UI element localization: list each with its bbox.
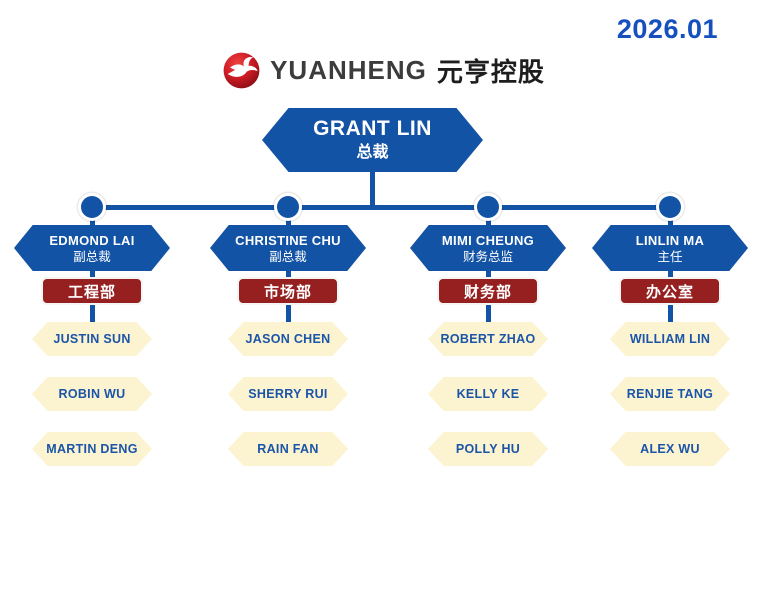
branch-dot-2	[277, 196, 299, 218]
member-node: MARTIN DENG	[32, 432, 152, 466]
manager-title: 副总裁	[73, 249, 111, 264]
manager-name: LINLIN MA	[635, 232, 705, 248]
manager-title: 财务总监	[462, 249, 513, 264]
branch-dot-3	[477, 196, 499, 218]
member-node: RENJIE TANG	[610, 377, 730, 411]
company-logo: YUANHENG 元亨控股	[0, 52, 768, 89]
manager-title: 主任	[657, 249, 683, 264]
member-node: RAIN FAN	[228, 432, 348, 466]
horizontal-connector	[92, 205, 670, 210]
branch-column-marketing: CHRISTINE CHU 副总裁 市场部 JASON CHEN SHERRY …	[208, 225, 368, 475]
branch-column-office: LINLIN MA 主任 办公室 WILLIAM LIN RENJIE TANG…	[590, 225, 750, 475]
manager-node: EDMOND LAI 副总裁	[14, 225, 170, 271]
bird-logo-icon	[223, 52, 260, 89]
department-badge: 财务部	[437, 277, 539, 305]
ceo-stem-connector	[370, 170, 375, 209]
period-label: 2026.01	[616, 14, 718, 44]
member-node: SHERRY RUI	[228, 377, 348, 411]
company-name-cn: 元亨控股	[436, 57, 545, 87]
member-node: KELLY KE	[428, 377, 548, 411]
manager-name: EDMOND LAI	[49, 232, 135, 248]
company-name-en: YUANHENG	[270, 55, 427, 85]
manager-node: LINLIN MA 主任	[592, 225, 748, 271]
manager-name: CHRISTINE CHU	[235, 232, 341, 248]
department-badge: 市场部	[237, 277, 339, 305]
branch-column-engineering: EDMOND LAI 副总裁 工程部 JUSTIN SUN ROBIN WU M…	[12, 225, 172, 475]
member-node: ALEX WU	[610, 432, 730, 466]
ceo-name: GRANT LIN	[313, 117, 432, 140]
manager-node: CHRISTINE CHU 副总裁	[210, 225, 366, 271]
member-node: ROBERT ZHAO	[428, 322, 548, 356]
member-node: WILLIAM LIN	[610, 322, 730, 356]
manager-title: 副总裁	[269, 249, 307, 264]
branch-dot-1	[81, 196, 103, 218]
ceo-node: GRANT LIN 总裁	[262, 108, 483, 172]
manager-name: MIMI CHEUNG	[441, 232, 535, 248]
member-node: JASON CHEN	[228, 322, 348, 356]
department-badge: 办公室	[619, 277, 721, 305]
member-node: ROBIN WU	[32, 377, 152, 411]
department-badge: 工程部	[41, 277, 143, 305]
member-node: POLLY HU	[428, 432, 548, 466]
ceo-title: 总裁	[356, 144, 389, 161]
manager-node: MIMI CHEUNG 财务总监	[410, 225, 566, 271]
branch-column-finance: MIMI CHEUNG 财务总监 财务部 ROBERT ZHAO KELLY K…	[408, 225, 568, 475]
branch-dot-4	[659, 196, 681, 218]
member-node: JUSTIN SUN	[32, 322, 152, 356]
